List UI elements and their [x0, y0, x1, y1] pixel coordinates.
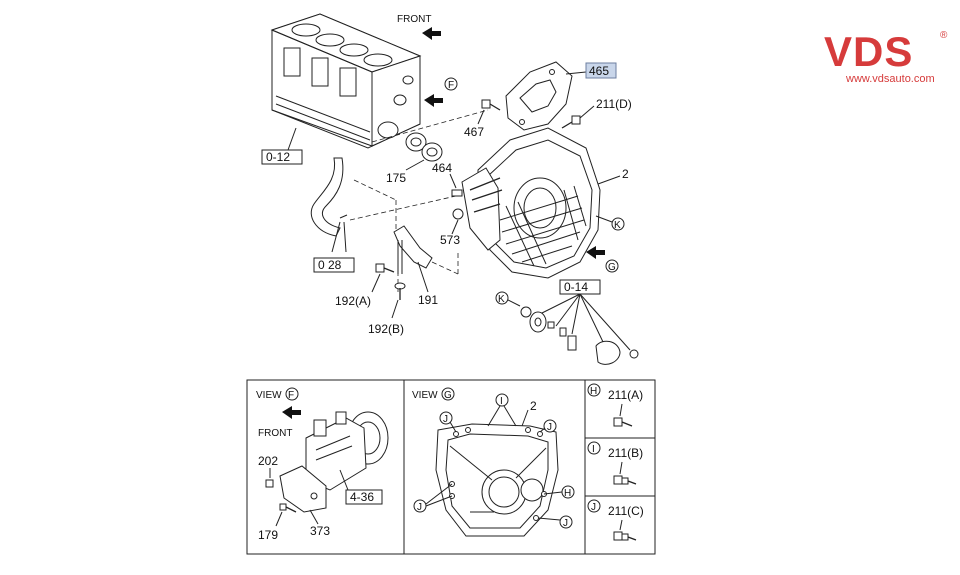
- bracket-191-drawing: 191: [393, 225, 438, 307]
- ref-box-0-12-text: 0-12: [266, 150, 290, 164]
- part-464-label: 464: [432, 161, 452, 175]
- side-panel-h-marker: H: [590, 386, 597, 397]
- view-g-marker: G: [608, 262, 616, 273]
- side-panel-h: H 211(A): [587, 383, 643, 427]
- starter-parts-drawing: K: [495, 291, 639, 365]
- flywheel-housing-drawing: [461, 127, 601, 279]
- inset-f-marker: F: [288, 390, 294, 401]
- part-467-label: 467: [464, 125, 484, 139]
- side-panel-h-label: 211(A): [608, 388, 643, 402]
- inset-g-marker-j-top-right: J: [547, 422, 552, 433]
- side-panel-i-marker: I: [592, 444, 595, 455]
- side-panel-i: I 211(B): [587, 441, 643, 485]
- ref-box-0-28-text: 0 28: [318, 258, 342, 272]
- inset-view-g: VIEW G 2 I J J J: [412, 387, 575, 537]
- bolt-211d-drawing: 211(D): [561, 97, 632, 129]
- part-192b-label: 192(B): [368, 322, 404, 336]
- bolt-192a-drawing: 192(A): [335, 263, 395, 308]
- inset-g-marker: G: [444, 390, 452, 401]
- inset-g-part-2-label: 2: [530, 399, 537, 413]
- part-465-label: 465: [589, 64, 609, 78]
- logo-url-text: www.vdsauto.com: [845, 73, 935, 85]
- cover-plate-465-drawing: 465: [505, 61, 617, 131]
- view-f-pointer: F: [424, 77, 458, 107]
- housing-rib-grid: [499, 185, 587, 267]
- side-panel-j: J 211(C): [587, 499, 644, 541]
- bolt-467-drawing: 467: [464, 99, 501, 139]
- view-f-arrow-icon: [424, 94, 443, 107]
- view-g-pointer: G: [586, 246, 619, 273]
- inset-g-marker-j-top-left: J: [443, 414, 448, 425]
- seal-573-drawing: 573: [440, 208, 464, 247]
- ref-box-0-14-text: 0-14: [564, 280, 588, 294]
- side-panel-i-label: 211(B): [608, 446, 643, 460]
- logo-registered-mark: ®: [940, 30, 948, 41]
- front-label: FRONT: [397, 14, 431, 25]
- inset-f-part-202-label: 202: [258, 454, 278, 468]
- ref-box-4-36-text: 4-36: [350, 490, 374, 504]
- ref-box-0-12: 0-12: [261, 127, 303, 165]
- highlight-465-box: [585, 62, 617, 79]
- inset-f-front-arrow-icon: [282, 406, 301, 419]
- inset-view-f: VIEW F FRONT 4-36 202 179 373: [256, 387, 389, 542]
- part-192a-label: 192(A): [335, 294, 371, 308]
- view-g-arrow-icon: [586, 246, 605, 259]
- inset-g-marker-j-right: J: [563, 518, 568, 529]
- inset-g-marker-i: I: [500, 396, 503, 407]
- part-2-label: 2: [622, 167, 629, 181]
- dowel-464-drawing: 464: [432, 161, 463, 197]
- view-f-marker: F: [448, 80, 454, 91]
- insets-frame: [246, 379, 656, 555]
- part-211d-label: 211(D): [596, 97, 632, 111]
- logo-brand-text: VDS: [824, 28, 913, 75]
- side-panel-j-label: 211(C): [608, 504, 644, 518]
- inset-g-marker-h: H: [564, 488, 571, 499]
- inset-f-part-373-label: 373: [310, 524, 330, 538]
- part-175-label: 175: [386, 171, 406, 185]
- side-panel-j-marker: J: [591, 502, 596, 513]
- view-k-marker-housing: K: [614, 220, 621, 231]
- inset-g-title: VIEW: [412, 390, 438, 401]
- front-arrow-icon: [422, 27, 441, 40]
- ref-box-0-14: 0-14: [539, 279, 631, 351]
- part-191-label: 191: [418, 293, 438, 307]
- vds-logo: VDS ® www.vdsauto.com: [824, 28, 948, 85]
- engine-block-drawing: [270, 13, 422, 149]
- bolt-192b-drawing: 192(B): [368, 282, 406, 336]
- oil-seal-drawing: [405, 132, 443, 162]
- inset-f-part-179-label: 179: [258, 528, 278, 542]
- inset-f-front-label: FRONT: [258, 428, 292, 439]
- inset-f-title: VIEW: [256, 390, 282, 401]
- front-indicator: FRONT: [397, 14, 441, 40]
- inset-g-marker-j-left: J: [417, 502, 422, 513]
- view-k-marker-starter: K: [498, 294, 505, 305]
- part-573-label: 573: [440, 233, 460, 247]
- water-hose-drawing: 0 28: [310, 157, 355, 273]
